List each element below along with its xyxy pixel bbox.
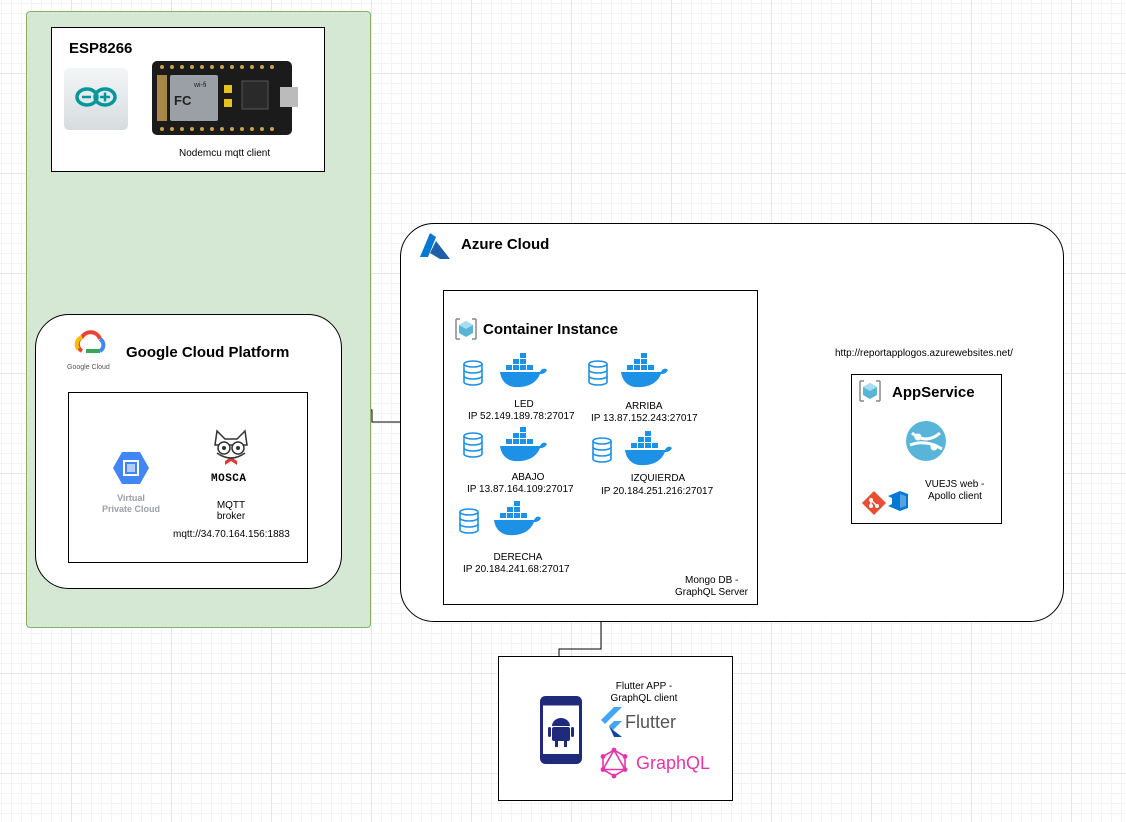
node-izquierda-ip: IP 20.184.251.216:27017 xyxy=(601,486,714,497)
gcp-title: Google Cloud Platform xyxy=(126,344,290,361)
android-phone-icon xyxy=(540,696,582,764)
app-url: http://reportapplogos.azurewebsites.net/ xyxy=(835,348,1013,359)
docker-icon xyxy=(500,353,547,388)
graphql-icon xyxy=(600,747,628,779)
flutter-logo-text: Flutter xyxy=(625,712,677,732)
container-instance-icon xyxy=(455,318,477,340)
vpc-label-line1: Virtual xyxy=(117,493,145,503)
node-abajo-name: ABAJO xyxy=(511,472,545,483)
docker-icon xyxy=(500,427,547,462)
docker-icon xyxy=(621,353,668,388)
node-led-ip: IP 52.149.189.78:27017 xyxy=(468,411,575,422)
node-izquierda-name: IZQUIERDA xyxy=(630,473,686,484)
node-led-name: LED xyxy=(514,399,534,410)
azure-devops-icon xyxy=(888,491,908,511)
node-derecha-name: DERECHA xyxy=(493,552,543,563)
arduino-icon xyxy=(64,68,128,130)
mosca-logo-text: MOSCA xyxy=(211,473,247,485)
board-fc-mark: FC xyxy=(174,93,192,108)
flutter-caption-line2: GraphQL client xyxy=(610,693,678,704)
git-icon xyxy=(861,490,887,516)
database-icon xyxy=(463,360,483,386)
node-arriba-name: ARRIBA xyxy=(625,401,663,412)
mosca-cat-icon xyxy=(214,429,248,465)
database-icon xyxy=(459,508,479,534)
azure-icon xyxy=(420,233,450,259)
appservice-caption-line2: Apollo client xyxy=(928,491,982,502)
graphql-logo-text: GraphQL xyxy=(636,753,711,773)
appservice-title: AppService xyxy=(892,384,975,401)
node-arriba-ip: IP 13.87.152.243:27017 xyxy=(591,413,698,424)
mqtt-label-line1: MQTT xyxy=(216,500,246,511)
container-caption-line2: GraphQL Server xyxy=(675,587,748,598)
gcp-inner-box: Virtual Private Cloud MOSCA MQTT broker … xyxy=(68,392,308,563)
esp8266-caption: Nodemcu mqtt client xyxy=(179,148,271,159)
container-caption-line1: Mongo DB - xyxy=(685,575,739,586)
node-derecha-ip: IP 20.184.241.68:27017 xyxy=(463,564,570,575)
docker-icon xyxy=(625,431,672,466)
database-icon xyxy=(592,437,612,463)
nodemcu-board-icon: FC wi-fi xyxy=(152,61,298,135)
vpc-icon xyxy=(113,452,149,484)
app-service-icon xyxy=(906,421,946,461)
database-icon xyxy=(588,360,608,386)
appservice-box: AppService VUEJS web - Apollo client xyxy=(851,374,1002,524)
flutter-caption-line1: Flutter APP - xyxy=(615,681,673,692)
node-abajo-ip: IP 13.87.164.109:27017 xyxy=(467,484,574,495)
esp8266-title: ESP8266 xyxy=(69,40,133,57)
database-icon xyxy=(463,432,483,458)
google-cloud-icon xyxy=(74,330,106,353)
esp8266-box: ESP8266 FC wi-fi Nodemcu mqtt client xyxy=(51,27,325,172)
flutter-app-box: Flutter APP - GraphQL client Flutter Gra… xyxy=(498,656,733,801)
azure-title: Azure Cloud xyxy=(461,236,550,253)
flutter-icon xyxy=(601,707,622,737)
google-cloud-logo-text: Google Cloud xyxy=(67,364,110,371)
mqtt-url: mqtt://34.70.164.156:1883 xyxy=(173,529,290,540)
docker-icon xyxy=(494,501,541,536)
board-wifi-mark: wi-fi xyxy=(193,82,207,89)
app-service-icon xyxy=(859,380,881,402)
container-instance-box: Container Instance LED IP 52.149.189.78:… xyxy=(443,290,758,605)
container-instance-title: Container Instance xyxy=(483,321,619,338)
vpc-label-line2: Private Cloud xyxy=(101,504,160,514)
mqtt-label-line2: broker xyxy=(216,511,246,522)
appservice-caption-line1: VUEJS web - xyxy=(925,479,985,490)
